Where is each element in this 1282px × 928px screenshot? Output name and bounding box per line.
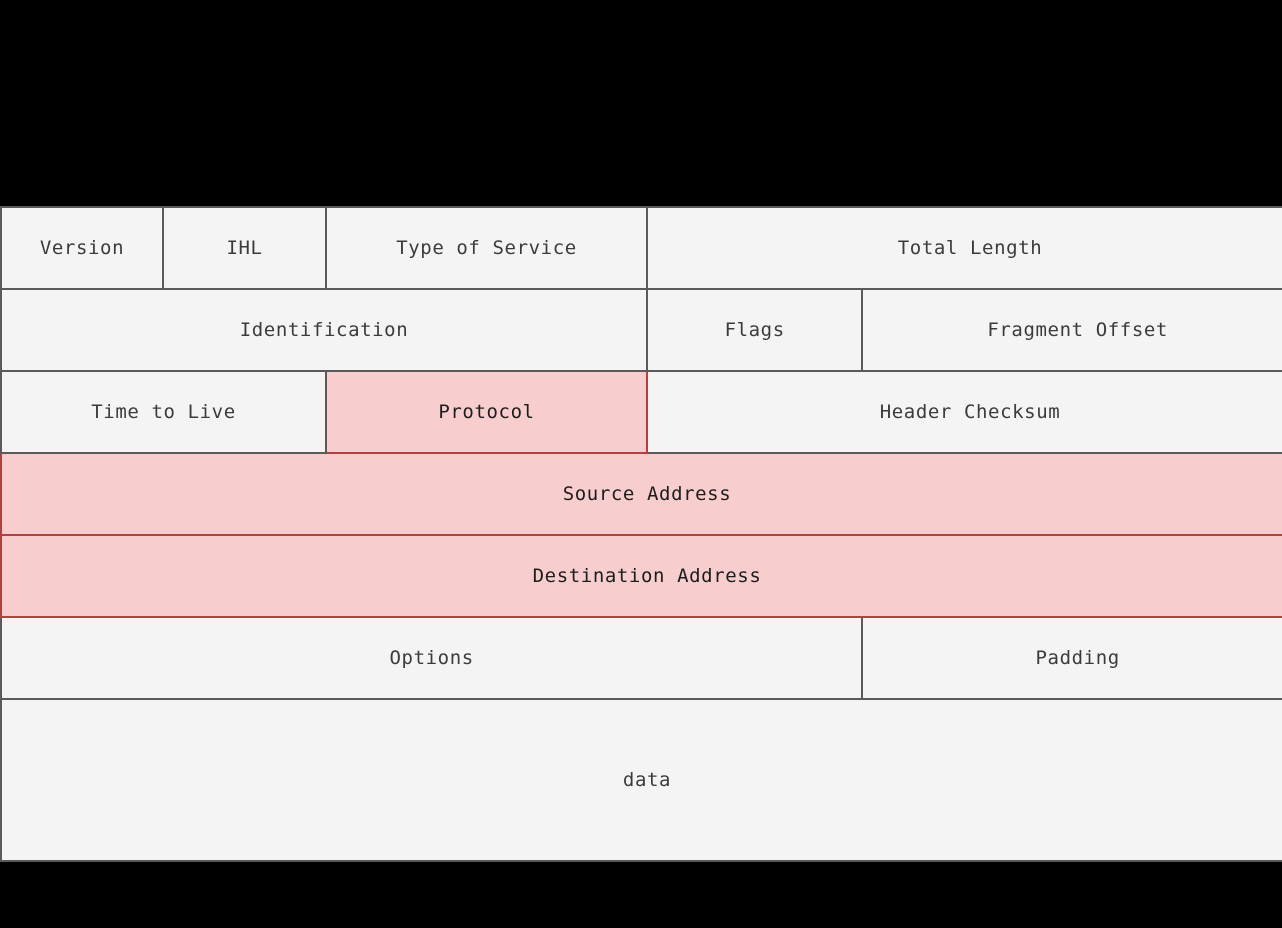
table-row: Destination Address [0, 534, 1282, 618]
table-row: Version IHL Type of Service Total Length [0, 206, 1282, 290]
table-row: Options Padding [0, 616, 1282, 700]
field-time-to-live: Time to Live [0, 370, 327, 454]
table-row: data [0, 698, 1282, 862]
table-row: Identification Flags Fragment Offset [0, 288, 1282, 372]
field-source-address: Source Address [0, 452, 1282, 536]
field-fragment-offset: Fragment Offset [861, 288, 1282, 372]
field-type-of-service: Type of Service [325, 206, 648, 290]
field-version: Version [0, 206, 164, 290]
table-row: Time to Live Protocol Header Checksum [0, 370, 1282, 454]
field-data-payload: data [0, 698, 1282, 862]
field-protocol: Protocol [325, 370, 648, 454]
field-flags: Flags [645, 288, 864, 372]
field-header-checksum: Header Checksum [646, 370, 1282, 454]
field-ihl: IHL [162, 206, 327, 290]
field-options: Options [0, 616, 864, 700]
ipv4-header-diagram: Version IHL Type of Service Total Length… [0, 206, 1282, 862]
table-row: Source Address [0, 452, 1282, 536]
field-total-length: Total Length [646, 206, 1282, 290]
field-destination-address: Destination Address [0, 534, 1282, 618]
field-padding: Padding [861, 616, 1282, 700]
field-identification: Identification [0, 288, 648, 372]
